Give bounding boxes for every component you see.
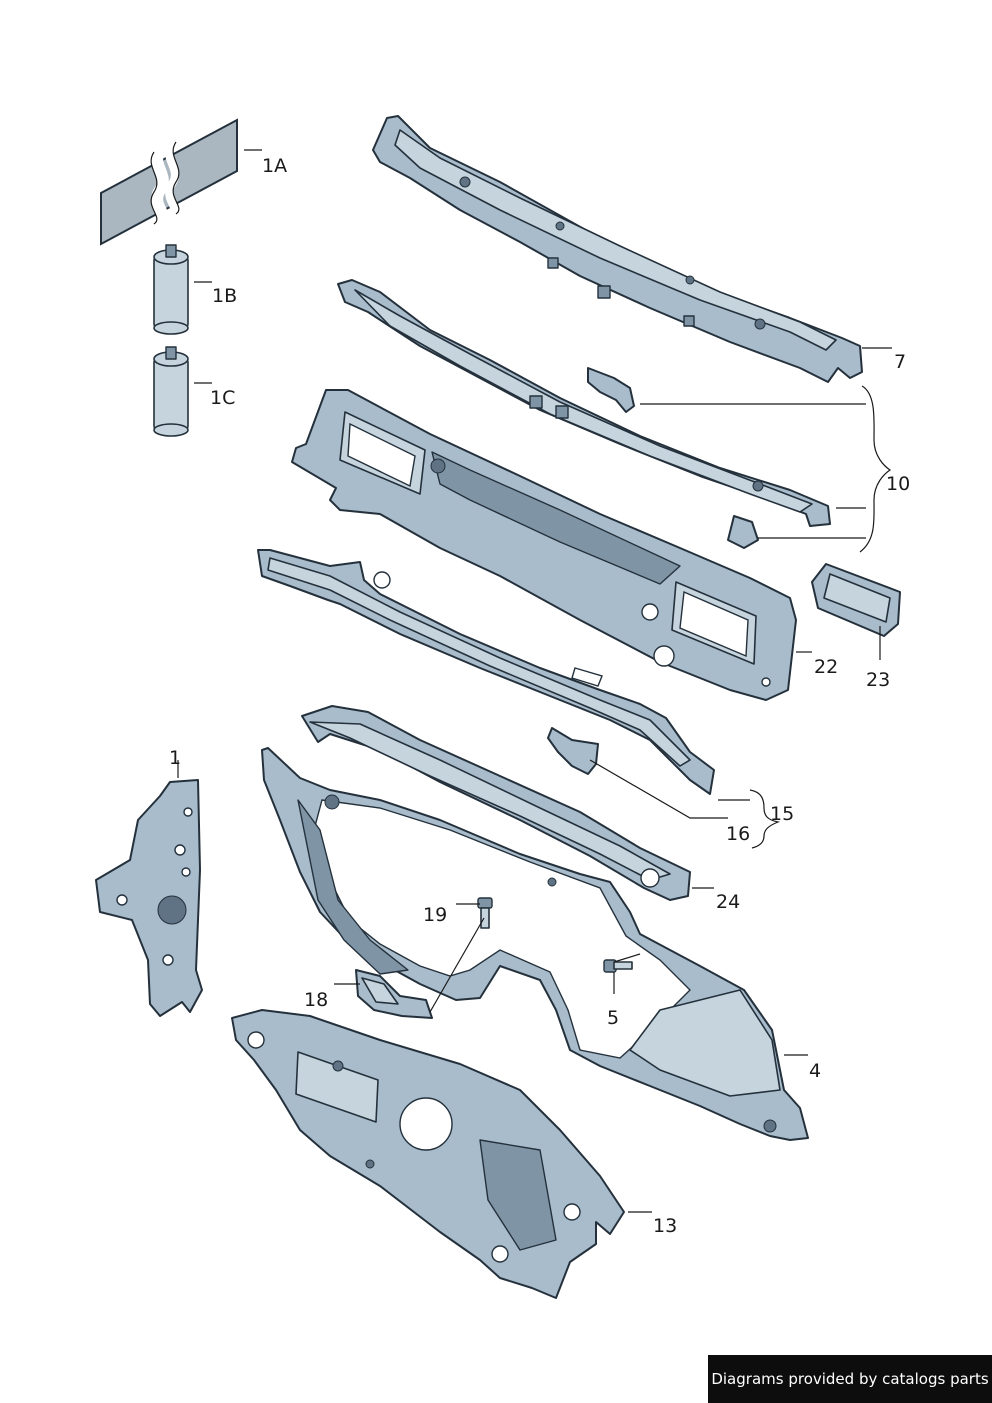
callout-19: 19: [423, 904, 447, 926]
part-23-cover: [811, 563, 901, 637]
callout-18: 18: [304, 989, 328, 1011]
part-15-crossmember: [257, 549, 715, 795]
part-19-bolt: [477, 897, 493, 929]
callout-22: 22: [814, 656, 838, 678]
part-4-bulkhead: [261, 747, 809, 1141]
part-1A-tape: [100, 118, 238, 246]
watermark-banner: Diagrams provided by catalogs parts: [708, 1355, 992, 1403]
callout-1A: 1A: [262, 155, 287, 177]
callout-1C: 1C: [210, 387, 235, 409]
part-22-cowl-panel: [291, 389, 797, 701]
leader-lines: [177, 149, 892, 1213]
callout-labels: 1A 1B 1C 7 10 22 23 15 16 1 24 19 5 18 4…: [169, 155, 910, 1237]
callout-1: 1: [169, 747, 181, 769]
part-10-plenum-rail: [337, 279, 831, 549]
part-24-reinforcement: [301, 705, 691, 901]
callout-7: 7: [894, 351, 906, 373]
part-1C-cartridge: [153, 346, 189, 437]
callout-4: 4: [809, 1060, 821, 1082]
callout-13: 13: [653, 1215, 677, 1237]
callout-24: 24: [716, 891, 740, 913]
part-13-dash-insulation: [231, 1009, 625, 1299]
part-18-bracket: [355, 969, 433, 1019]
callout-5: 5: [607, 1007, 619, 1029]
part-1B-cartridge: [153, 244, 189, 335]
callout-23: 23: [866, 669, 890, 691]
part-16-bracket: [547, 727, 599, 775]
callout-16: 16: [726, 823, 750, 845]
callout-1B: 1B: [212, 285, 237, 307]
part-7-upper-crossmember: [372, 115, 863, 383]
part-5-bolt: [603, 959, 633, 973]
part-1-side-panel: [95, 779, 203, 1017]
callout-10: 10: [886, 473, 910, 495]
callout-15: 15: [770, 803, 794, 825]
